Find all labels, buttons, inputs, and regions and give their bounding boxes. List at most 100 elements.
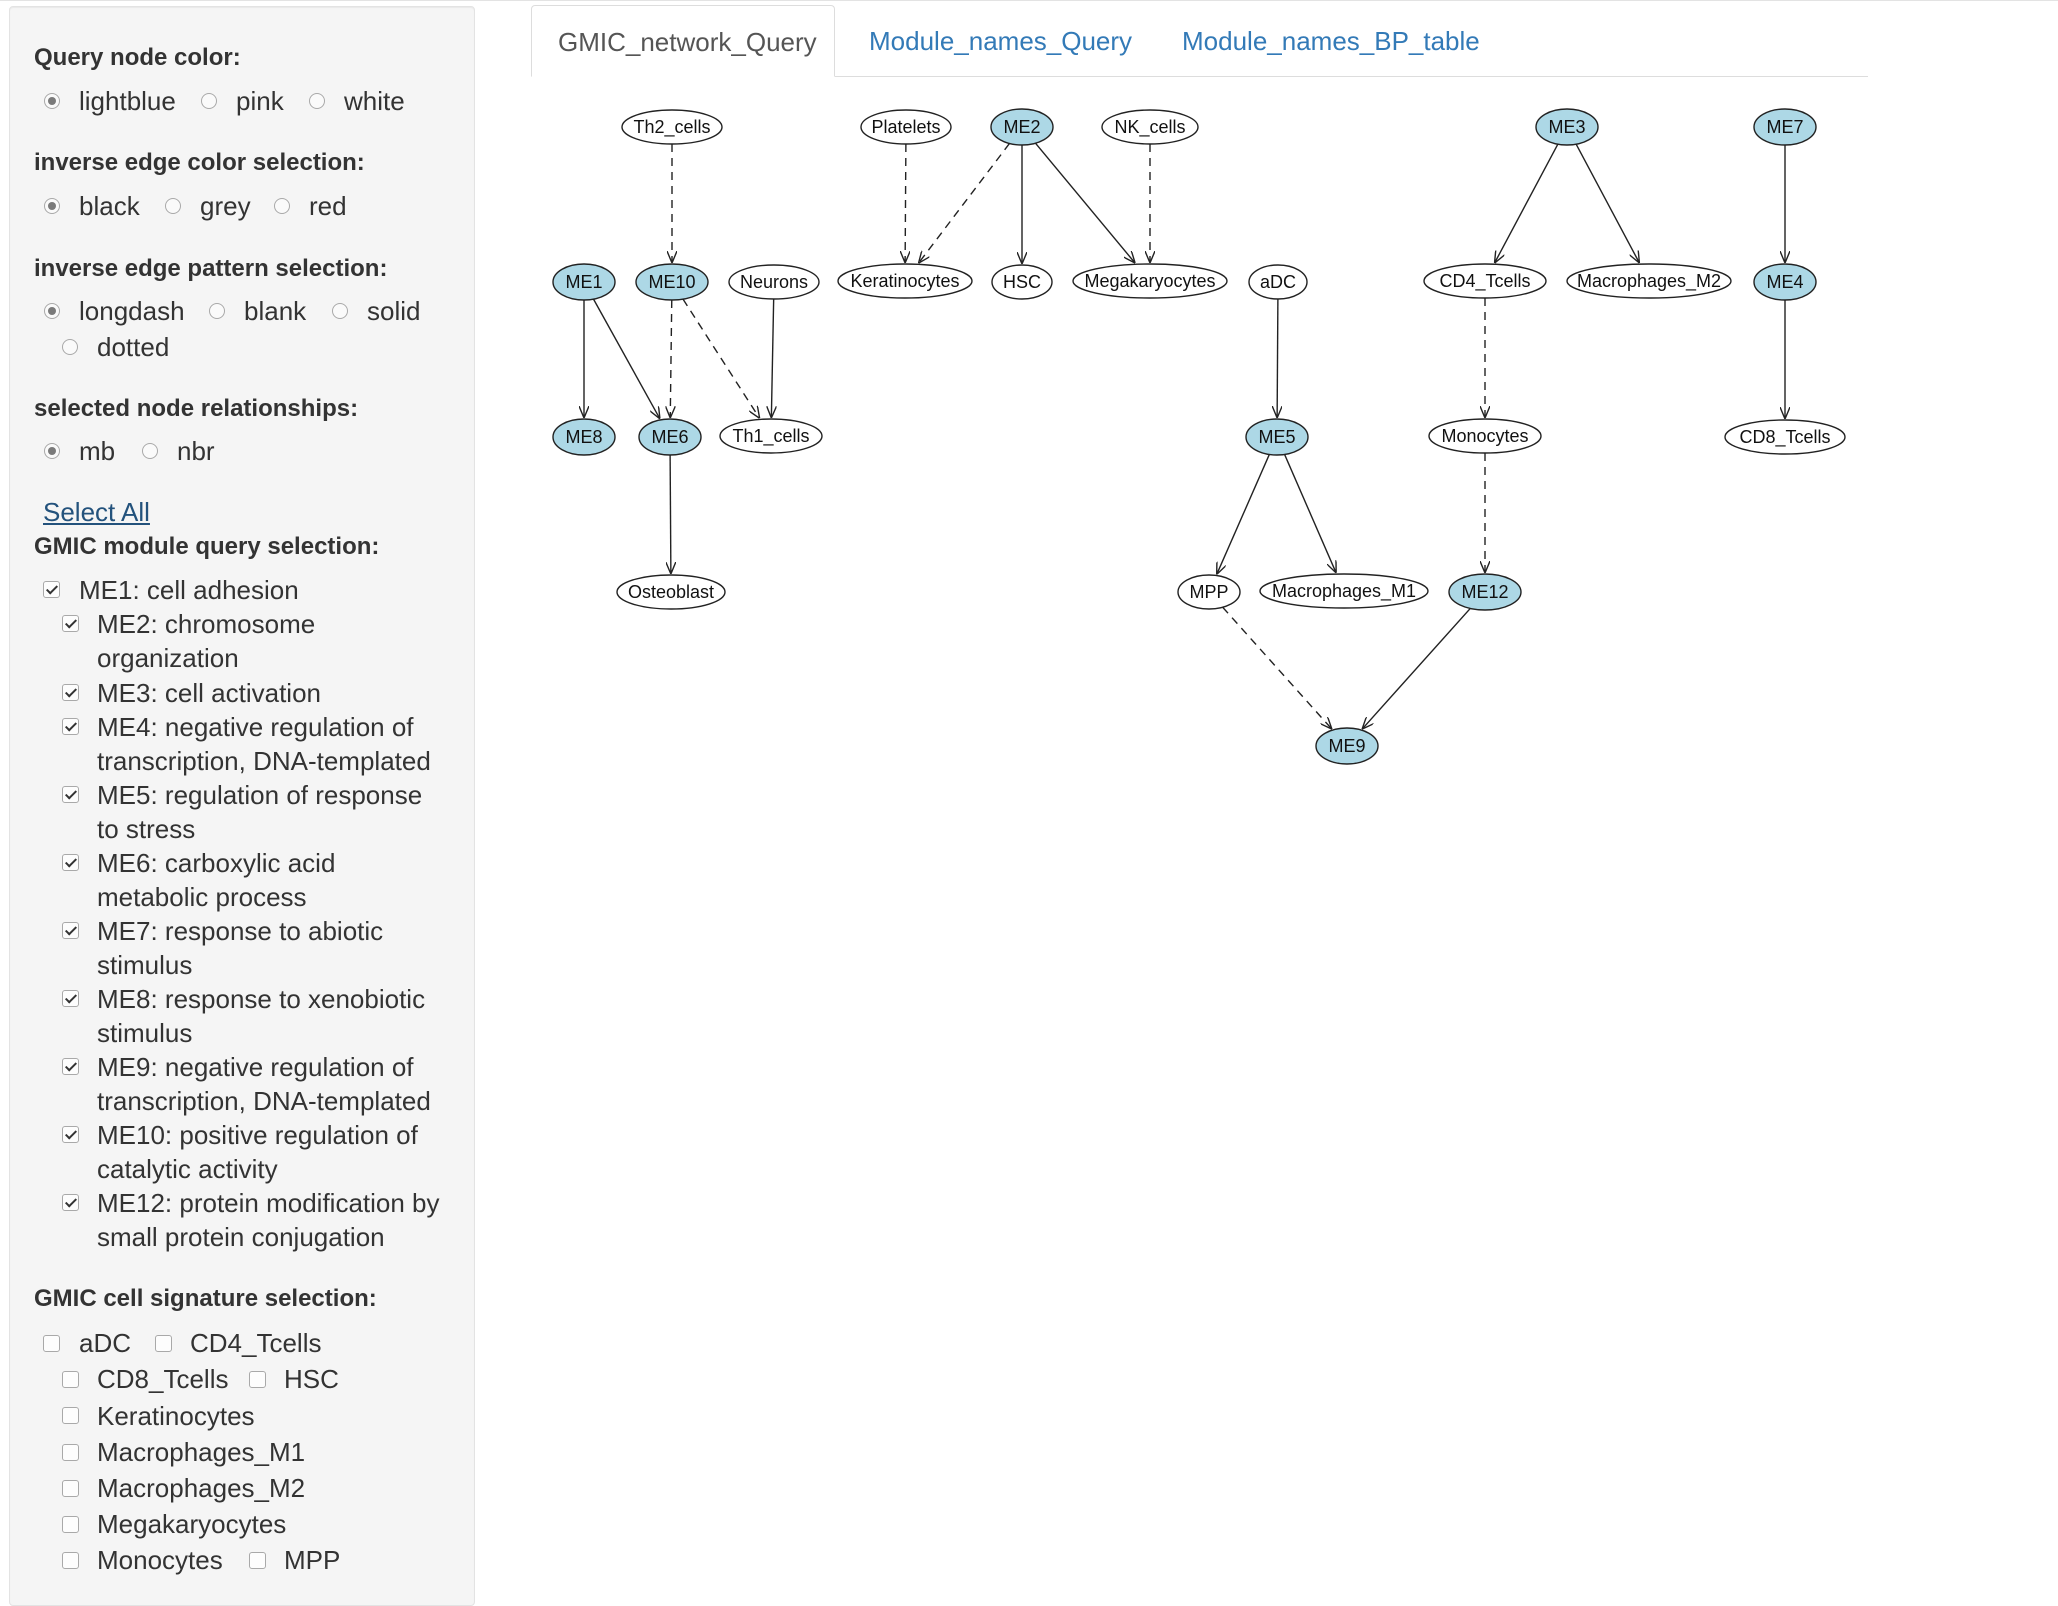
radio-mb[interactable]	[44, 443, 60, 459]
radio-label-white[interactable]: white	[344, 86, 405, 116]
node-nk-cells[interactable]: NK_cells	[1101, 109, 1199, 145]
node-mpp[interactable]: MPP	[1177, 574, 1241, 610]
radio-lightblue[interactable]	[44, 93, 60, 109]
checkbox-me4[interactable]	[62, 718, 79, 735]
tab-module-names-query[interactable]: Module_names_Query	[869, 26, 1133, 56]
node-me2[interactable]: ME2	[990, 108, 1054, 146]
radio-solid[interactable]	[332, 303, 348, 319]
checkbox-label-me6[interactable]: ME6: carboxylic acid	[97, 848, 336, 878]
node-cd4-tcells[interactable]: CD4_Tcells	[1423, 263, 1547, 299]
tab-gmic-network-query[interactable]: GMIC_network_Query	[531, 5, 835, 77]
radio-label-blank[interactable]: blank	[244, 296, 307, 326]
node-platelets[interactable]: Platelets	[860, 109, 952, 145]
checkbox-adc[interactable]	[43, 1335, 60, 1352]
node-adc[interactable]: aDC	[1248, 264, 1308, 300]
checkbox-label-cd8-tcells[interactable]: CD8_Tcells	[97, 1364, 229, 1394]
node-me10[interactable]: ME10	[635, 263, 709, 301]
checkbox-me3[interactable]	[62, 684, 79, 701]
radio-label-lightblue[interactable]: lightblue	[79, 86, 176, 116]
node-keratinocytes[interactable]: Keratinocytes	[837, 263, 973, 299]
node-me6[interactable]: ME6	[638, 418, 702, 456]
checkbox-label-me4[interactable]: ME4: negative regulation of	[97, 712, 414, 742]
radio-label-red[interactable]: red	[309, 191, 347, 221]
checkbox-megakaryocytes[interactable]	[62, 1516, 79, 1533]
node-neurons[interactable]: Neurons	[728, 264, 820, 300]
checkbox-me9[interactable]	[62, 1058, 79, 1075]
checkbox-label-macrophages-m2[interactable]: Macrophages_M2	[97, 1473, 306, 1503]
checkbox-me6[interactable]	[62, 854, 79, 871]
checkbox-me5[interactable]	[62, 786, 79, 803]
radio-label-grey[interactable]: grey	[200, 191, 251, 221]
checkbox-label-macrophages-m1[interactable]: Macrophages_M1	[97, 1437, 306, 1467]
radio-label-pink[interactable]: pink	[236, 86, 284, 116]
node-macrophages-m1[interactable]: Macrophages_M1	[1259, 573, 1429, 609]
node-me9[interactable]: ME9	[1315, 727, 1379, 765]
node-th2-cells[interactable]: Th2_cells	[621, 109, 723, 145]
radio-label-dotted[interactable]: dotted	[97, 332, 170, 362]
checkbox-cd8-tcells[interactable]	[62, 1371, 79, 1388]
checkbox-label-me12[interactable]: ME12: protein modification by	[97, 1188, 440, 1218]
node-cd8-tcells[interactable]: CD8_Tcells	[1724, 419, 1846, 455]
node-me3[interactable]: ME3	[1535, 108, 1599, 146]
checkbox-label-mpp[interactable]: MPP	[284, 1545, 341, 1575]
checkbox-label-me5[interactable]: ME5: regulation of response	[97, 780, 423, 810]
checkbox-me7[interactable]	[62, 922, 79, 939]
checkbox-mpp[interactable]	[249, 1552, 266, 1569]
checkbox-label-me8[interactable]: ME8: response to xenobiotic	[97, 984, 426, 1014]
radio-grey[interactable]	[165, 198, 181, 214]
checkbox-label-adc[interactable]: aDC	[79, 1328, 132, 1358]
checkbox-label-me10[interactable]: ME10: positive regulation of	[97, 1120, 418, 1150]
tab-module-names-bp-table[interactable]: Module_names_BP_table	[1182, 26, 1480, 56]
checkbox-label-me2[interactable]: ME2: chromosome	[97, 609, 316, 639]
node-monocytes[interactable]: Monocytes	[1428, 418, 1542, 454]
node-label: Megakaryocytes	[1084, 271, 1215, 291]
radio-label-solid[interactable]: solid	[367, 296, 421, 326]
checkbox-label-me1[interactable]: ME1: cell adhesion	[79, 575, 299, 605]
radio-white[interactable]	[309, 93, 325, 109]
checkbox-me8[interactable]	[62, 990, 79, 1007]
radio-black[interactable]	[44, 198, 60, 214]
node-me1[interactable]: ME1	[552, 263, 616, 301]
node-th1-cells[interactable]: Th1_cells	[719, 418, 823, 454]
node-me4[interactable]: ME4	[1753, 263, 1817, 301]
checkbox-label-monocytes[interactable]: Monocytes	[97, 1545, 223, 1575]
checkbox-me10[interactable]	[62, 1126, 79, 1143]
radio-pink[interactable]	[201, 93, 217, 109]
node-me5[interactable]: ME5	[1245, 418, 1309, 456]
node-me8[interactable]: ME8	[552, 418, 616, 456]
node-me12[interactable]: ME12	[1448, 573, 1522, 611]
select-all-link[interactable]: Select All	[43, 497, 150, 527]
checkbox-me12[interactable]	[62, 1194, 79, 1211]
checkbox-label-me7[interactable]: ME7: response to abiotic	[97, 916, 384, 946]
checkbox-label-keratinocytes[interactable]: Keratinocytes	[97, 1401, 255, 1431]
checkbox-me2[interactable]	[62, 615, 79, 632]
checkbox-macrophages-m1[interactable]	[62, 1444, 79, 1461]
checkbox-label-me3[interactable]: ME3: cell activation	[97, 678, 321, 708]
checkbox-label-cd4-tcells[interactable]: CD4_Tcells	[190, 1328, 322, 1358]
node-label: ME1	[565, 272, 602, 292]
radio-label-nbr[interactable]: nbr	[177, 436, 215, 466]
checkbox-me1[interactable]	[43, 581, 60, 598]
node-hsc[interactable]: HSC	[991, 264, 1053, 300]
radio-longdash[interactable]	[44, 303, 60, 319]
radio-red[interactable]	[274, 198, 290, 214]
radio-blank[interactable]	[209, 303, 225, 319]
radio-label-black[interactable]: black	[79, 191, 140, 221]
checkbox-cd4-tcells[interactable]	[155, 1335, 172, 1352]
node-me7[interactable]: ME7	[1753, 108, 1817, 146]
node-megakaryocytes[interactable]: Megakaryocytes	[1072, 263, 1228, 299]
checkbox-macrophages-m2[interactable]	[62, 1480, 79, 1497]
radio-nbr[interactable]	[142, 443, 158, 459]
checkbox-label-megakaryocytes[interactable]: Megakaryocytes	[97, 1509, 287, 1539]
checkbox-hsc[interactable]	[249, 1371, 266, 1388]
checkbox-label-me9[interactable]: ME9: negative regulation of	[97, 1052, 414, 1082]
node-osteoblast[interactable]: Osteoblast	[616, 574, 726, 610]
node-label: aDC	[1260, 272, 1296, 292]
node-macrophages-m2[interactable]: Macrophages_M2	[1566, 263, 1732, 299]
checkbox-label-hsc[interactable]: HSC	[284, 1364, 339, 1394]
radio-label-mb[interactable]: mb	[79, 436, 116, 466]
checkbox-monocytes[interactable]	[62, 1552, 79, 1569]
checkbox-keratinocytes[interactable]	[62, 1407, 79, 1424]
radio-label-longdash[interactable]: longdash	[79, 296, 185, 326]
radio-dotted[interactable]	[62, 339, 78, 355]
